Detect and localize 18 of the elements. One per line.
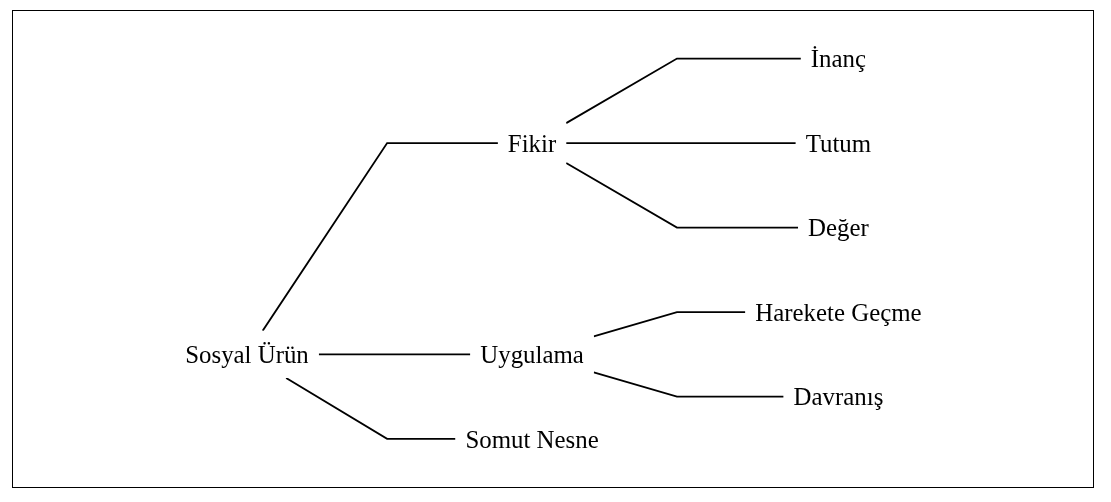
node-text: Somut Nesne [465, 425, 599, 453]
connector [592, 311, 746, 338]
connector [564, 162, 799, 229]
node-text: Sosyal Ürün [184, 340, 309, 369]
node-text: Davranış [793, 383, 883, 411]
connector [564, 57, 802, 125]
node-text: İnanç [810, 45, 866, 73]
node-text: Harekete Geçme [754, 298, 922, 327]
connector [261, 142, 499, 332]
connector [564, 142, 797, 145]
node-text: Fikir [507, 129, 556, 158]
connector [592, 371, 785, 398]
node-text: Tutum [805, 129, 871, 158]
connector [284, 377, 456, 441]
node-text: Uygulama [479, 340, 584, 369]
node-text: Değer [807, 214, 869, 242]
diagram-frame: Sosyal Ürün Fikir İnanç Tutum Değer Uygulama Harekete Geçme Davranış Somut Nesne [12, 10, 1094, 488]
connector [317, 353, 471, 356]
